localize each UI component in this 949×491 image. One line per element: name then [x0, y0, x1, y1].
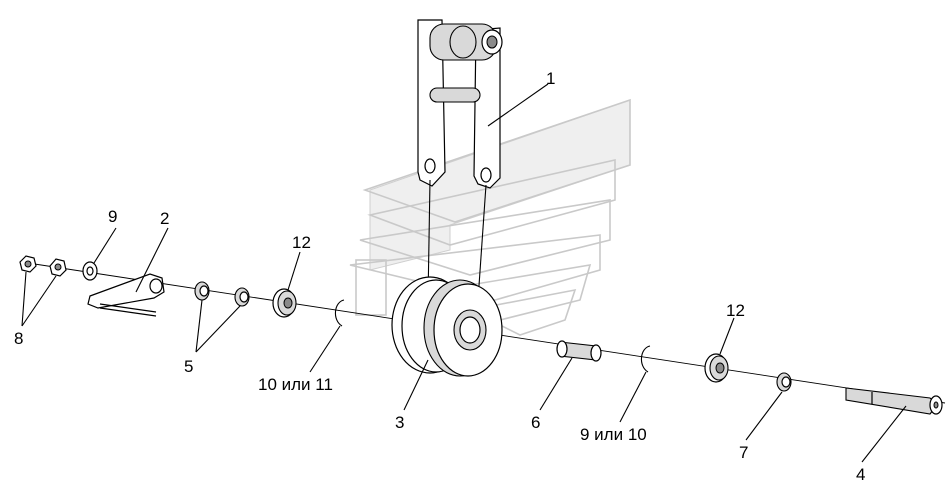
callout-7: 7 — [739, 443, 748, 462]
callout-2: 2 — [160, 209, 169, 228]
part-spacer — [776, 372, 792, 392]
part-washer-9 — [82, 261, 98, 281]
callout-12-right: 12 — [726, 301, 745, 320]
part-bushings — [194, 281, 250, 307]
watermark-logo — [349, 98, 631, 336]
callout-3: 3 — [395, 413, 404, 432]
part-axle-pin — [845, 387, 943, 415]
callout-labels: 1 2 3 4 5 6 7 8 9 9 или 10 10 или 11 12 … — [14, 69, 865, 484]
callout-9: 9 — [108, 207, 117, 226]
leader-lines — [21, 83, 907, 463]
part-bearing-left — [272, 288, 297, 318]
callout-12-left: 12 — [292, 233, 311, 252]
part-retaining-ring-right — [640, 345, 651, 373]
callout-8: 8 — [14, 329, 23, 348]
callout-1: 1 — [546, 69, 555, 88]
part-pulley — [391, 276, 503, 377]
part-bracket — [87, 273, 165, 317]
callout-9-or-10: 9 или 10 — [580, 425, 647, 444]
part-nuts — [19, 255, 67, 277]
callout-5: 5 — [184, 357, 193, 376]
callout-4: 4 — [856, 465, 865, 484]
callout-10-or-11: 10 или 11 — [258, 375, 333, 394]
part-lever-arm — [417, 19, 503, 301]
callout-6: 6 — [531, 413, 540, 432]
part-bearing-right — [704, 353, 729, 383]
part-sleeve — [556, 340, 602, 362]
part-retaining-ring-left — [334, 299, 345, 327]
